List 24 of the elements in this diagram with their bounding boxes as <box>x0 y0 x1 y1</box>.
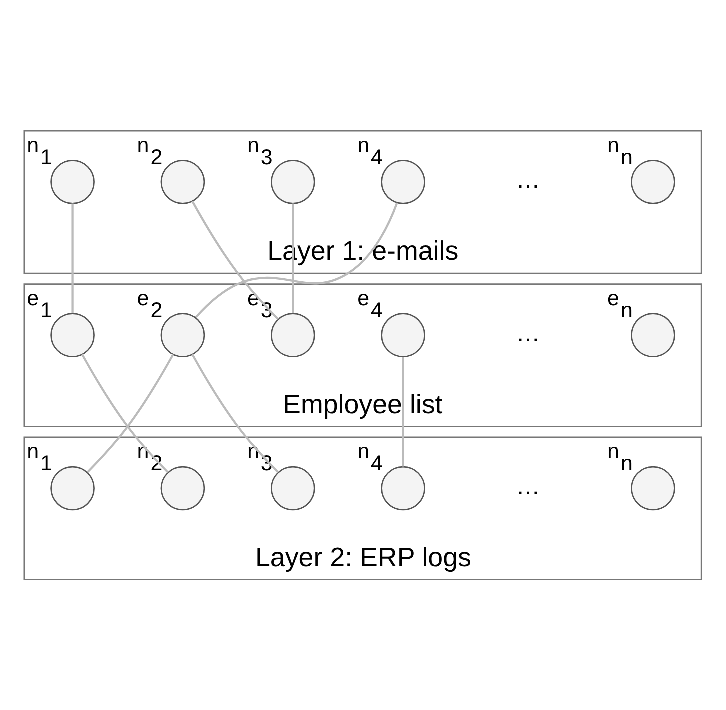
node-circle <box>50 160 95 204</box>
label: … <box>516 166 540 194</box>
connector <box>192 200 280 320</box>
node-circle <box>50 466 95 510</box>
node-circle <box>381 312 426 358</box>
node-circle <box>631 312 676 358</box>
connector <box>402 356 404 466</box>
node-circle <box>270 466 316 510</box>
node-circle <box>160 466 206 510</box>
node-circle <box>270 312 316 358</box>
label: … <box>516 472 540 500</box>
connector <box>292 203 294 314</box>
node-circle <box>631 466 676 510</box>
node-circle <box>50 312 95 358</box>
connector <box>195 202 398 318</box>
node-circle <box>381 466 426 510</box>
node-circle <box>631 160 676 204</box>
node-circle <box>270 160 316 204</box>
node-circle <box>160 312 206 358</box>
node-circle <box>160 160 206 204</box>
connector <box>72 203 74 314</box>
label: … <box>516 320 540 347</box>
connector <box>192 354 280 473</box>
node-circle <box>381 160 426 204</box>
